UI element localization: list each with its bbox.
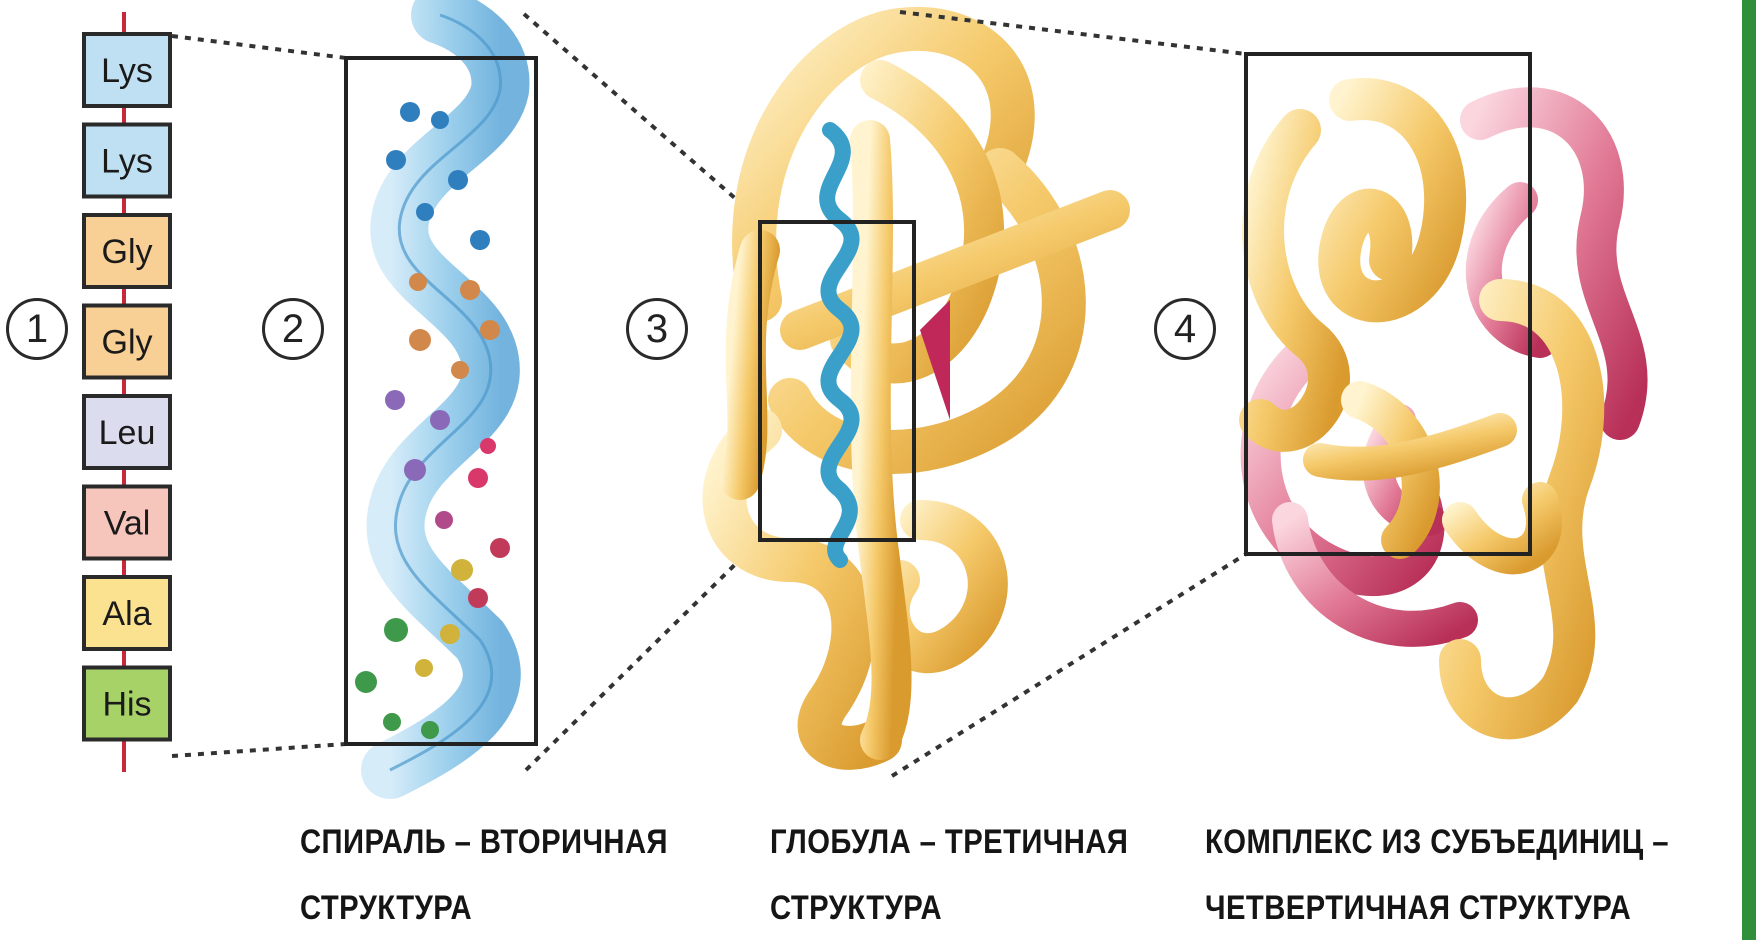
caption-tertiary-line1: ГЛОБУЛА – ТРЕТИЧНАЯ <box>770 820 1128 864</box>
step-number-1: 1 <box>6 298 68 360</box>
amino-acid-label: Gly <box>102 324 153 362</box>
amino-acid-label: Val <box>104 505 151 543</box>
amino-acid-box: Ala <box>84 577 170 649</box>
caption-quaternary-line1: КОМПЛЕКС ИЗ СУБЪЕДИНИЦ – <box>1205 820 1669 864</box>
amino-acid-box: Gly <box>84 215 170 287</box>
amino-acid-box: His <box>84 668 170 740</box>
step-number-4: 4 <box>1154 298 1216 360</box>
amino-acid-box: Leu <box>84 396 170 468</box>
zoom-connectors-2-3 <box>524 14 760 770</box>
subunit-complex <box>1246 54 1628 718</box>
caption-tertiary-line2: СТРУКТУРА <box>770 886 942 930</box>
amino-acid-box: Val <box>84 487 170 559</box>
zoom-connectors-1-2 <box>172 36 346 756</box>
amino-acid-box: Gly <box>84 306 170 378</box>
amino-acid-label: Lys <box>101 143 153 181</box>
globule <box>724 29 1110 748</box>
helix-ribbon <box>390 15 500 770</box>
amino-acid-label: Ala <box>102 595 151 633</box>
caption-secondary-line2: СТРУКТУРА <box>300 886 472 930</box>
step-number-2: 2 <box>262 298 324 360</box>
side-accent-bar <box>1742 0 1756 940</box>
amino-acid-label: Gly <box>102 233 153 271</box>
amino-acid-label: Leu <box>99 414 156 452</box>
amino-acid-label: His <box>102 686 151 724</box>
amino-acid-box: Lys <box>84 125 170 197</box>
step-number-3: 3 <box>626 298 688 360</box>
caption-secondary-line1: СПИРАЛЬ – ВТОРИЧНАЯ <box>300 820 668 864</box>
caption-quaternary-line2: ЧЕТВЕРТИЧНАЯ СТРУКТУРА <box>1205 886 1631 930</box>
amino-acid-box: Lys <box>84 34 170 106</box>
alpha-helix <box>346 15 536 770</box>
amino-acid-label: Lys <box>101 52 153 90</box>
